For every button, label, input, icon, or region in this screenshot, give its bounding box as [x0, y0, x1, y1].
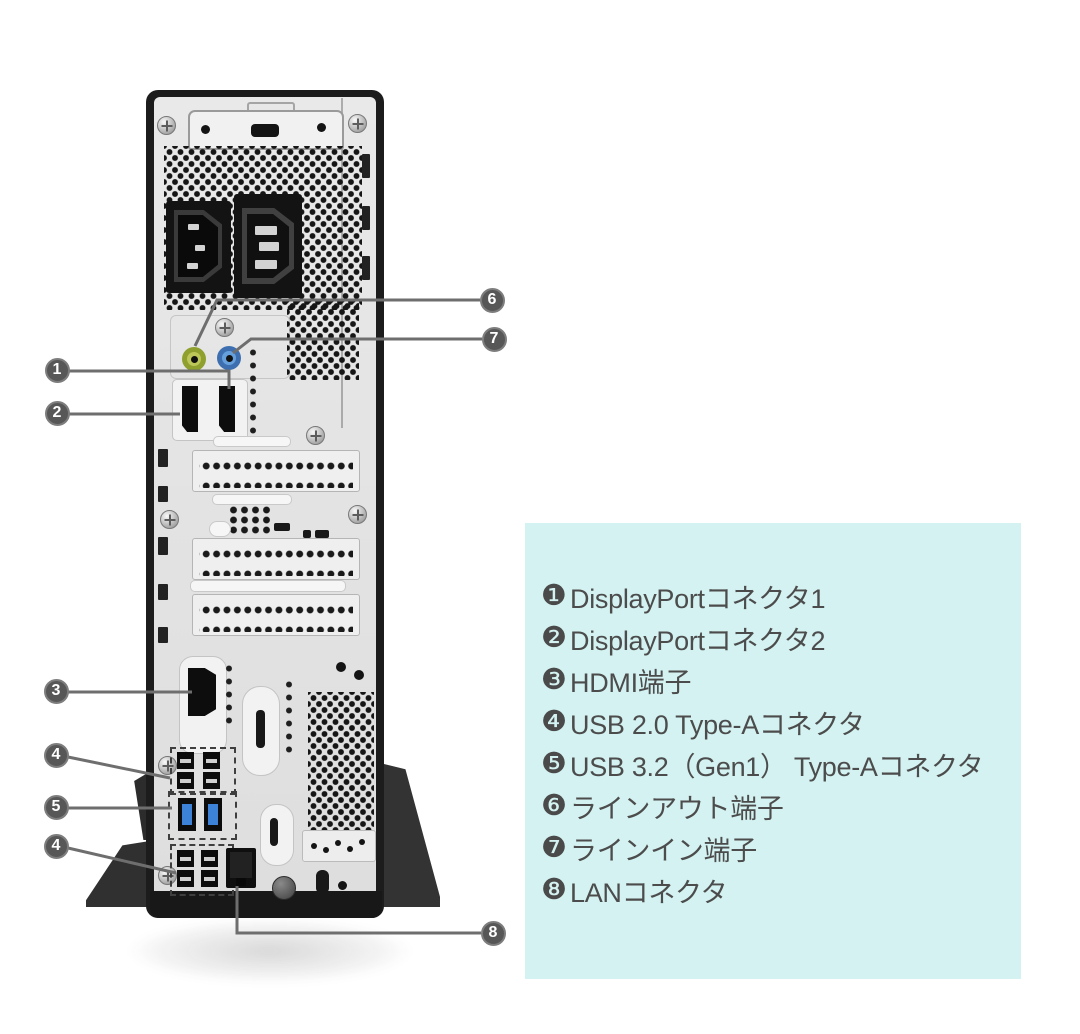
- legend-label: ラインアウト端子: [570, 793, 784, 824]
- edge-tab: [158, 449, 168, 467]
- expansion-slot-cover-2: [192, 538, 360, 580]
- bracket-plate: [302, 830, 376, 862]
- screw-hole: [354, 670, 364, 680]
- legend-label: DisplayPortコネクタ1: [570, 583, 826, 614]
- edge-tab: [158, 584, 168, 600]
- legend-badge: ❸: [541, 663, 567, 696]
- line-in-jack: [217, 346, 241, 370]
- handle-hole-right: [317, 123, 326, 132]
- usb3-group: [168, 791, 237, 840]
- hole-column: [249, 344, 257, 434]
- legend-label: USB 2.0 Type-Aコネクタ: [570, 709, 865, 740]
- slot-strip: [212, 494, 292, 505]
- screw: [160, 510, 179, 529]
- usb2-group-lower: [170, 844, 234, 896]
- floor-reflection: [80, 908, 460, 994]
- slot-dash: [315, 530, 329, 538]
- edge-tab: [158, 537, 168, 555]
- kensington-lock-slot: [316, 870, 329, 894]
- handle-slot: [251, 124, 279, 137]
- legend-label: HDMI端子: [570, 667, 692, 698]
- legend-label: USB 3.2（Gen1） Type-Aコネクタ: [570, 751, 984, 782]
- slot-dash: [303, 530, 311, 538]
- edge-tab: [362, 154, 370, 178]
- expansion-slot-cover-3: [192, 594, 360, 636]
- mid-vent-grille: [287, 300, 359, 380]
- padlock-loop: [272, 876, 296, 900]
- hdmi-port: [188, 668, 216, 716]
- edge-tab: [158, 486, 168, 502]
- screw: [157, 116, 176, 135]
- displayport-1: [219, 386, 235, 432]
- lan-port: [226, 848, 256, 888]
- expansion-slot-cover-1: [192, 450, 360, 492]
- handle-hole-left: [201, 125, 210, 134]
- usb2-group-upper: [170, 747, 236, 795]
- callout-3-hdmi-port: 3: [43, 678, 69, 704]
- knockout-slot: [270, 818, 278, 846]
- callout-4-usb2-group-lower: 4: [43, 833, 69, 859]
- edge-tab: [158, 627, 168, 643]
- edge-tab: [362, 256, 370, 280]
- screw: [306, 426, 325, 445]
- legend-label: ラインイン端子: [570, 835, 757, 866]
- legend-badge: ❺: [541, 747, 567, 780]
- line-out-jack: [182, 347, 206, 371]
- honeycomb-holes: [228, 505, 272, 535]
- callout-1-displayport-1: 1: [44, 357, 70, 383]
- screw: [348, 114, 367, 133]
- legend-label: DisplayPortコネクタ2: [570, 625, 826, 656]
- legend-badge: ❽: [541, 873, 567, 906]
- ac-inlet-c14: [166, 201, 231, 293]
- callout-5-usb3-group: 5: [43, 794, 69, 820]
- slot-dash: [274, 523, 290, 531]
- slot-strip: [213, 436, 291, 447]
- callout-2-displayport-2: 2: [44, 400, 70, 426]
- slot-strip: [190, 580, 346, 592]
- stand-foot-right: [376, 762, 440, 907]
- legend-badge: ❻: [541, 789, 567, 822]
- callout-6-line-out-jack: 6: [479, 287, 505, 313]
- callout-4-usb2-group-upper: 4: [43, 742, 69, 768]
- slot-notch: [209, 521, 231, 537]
- screw-hole: [338, 881, 347, 890]
- edge-tab: [362, 206, 370, 230]
- legend-badge: ❷: [541, 621, 567, 654]
- screw-hole: [336, 662, 346, 672]
- legend-badge: ❼: [541, 831, 567, 864]
- legend-label: LANコネクタ: [570, 877, 728, 908]
- callout-8-lan-port: 8: [480, 920, 506, 946]
- legend-badge: ❹: [541, 705, 567, 738]
- ac-outlet-c13: [234, 194, 302, 298]
- legend-badge: ❶: [541, 579, 567, 612]
- knockout-slot: [256, 710, 265, 748]
- screw: [348, 505, 367, 524]
- displayport-2: [182, 386, 198, 432]
- hole-column: [225, 660, 233, 726]
- hole-column: [285, 676, 293, 754]
- bottom-vent-grille: [308, 692, 374, 832]
- callout-7-line-in-jack: 7: [481, 326, 507, 352]
